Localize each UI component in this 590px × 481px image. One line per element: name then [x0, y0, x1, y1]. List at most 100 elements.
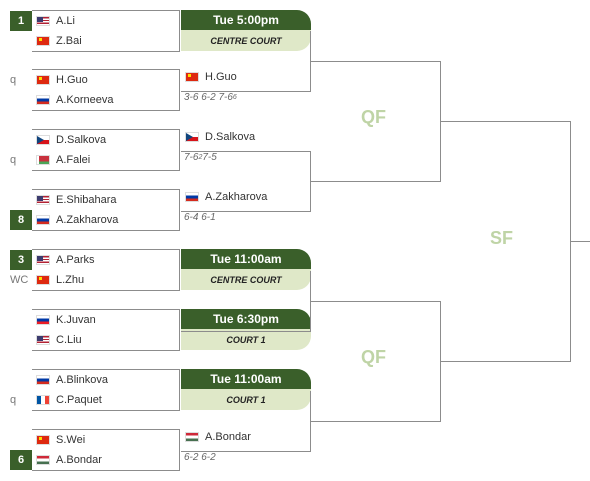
match-4-players: E.Shibahara A.Zakharova	[32, 189, 180, 231]
slovenia-flag-icon	[36, 315, 50, 325]
bracket-line	[181, 151, 311, 152]
russia-flag-icon	[36, 95, 50, 105]
seed-badge: 6	[10, 450, 32, 470]
player-name: L.Zhu	[56, 274, 85, 286]
player-row[interactable]: A.Blinkova	[32, 370, 179, 390]
match-3-players: D.Salkova A.Falei	[32, 129, 180, 171]
player-row[interactable]: A.Parks	[32, 250, 179, 270]
qualifier-label: q	[10, 154, 17, 166]
player-name: A.Bondar	[56, 454, 102, 466]
player-row[interactable]: C.Liu	[32, 330, 179, 350]
round-label-sf: SF	[490, 228, 514, 248]
belarus-flag-icon	[36, 155, 50, 165]
wildcard-label: WC	[10, 274, 29, 286]
czech-flag-icon	[185, 132, 199, 142]
tiebreak: 2	[198, 153, 203, 161]
match-time: Tue 6:30pm	[181, 309, 311, 329]
match-court: COURT 1	[181, 389, 311, 410]
winner-row[interactable]: D.Salkova	[181, 127, 311, 147]
player-row[interactable]: A.Zakharova	[32, 210, 179, 230]
winner-row[interactable]: A.Bondar	[181, 427, 311, 447]
hungary-flag-icon	[185, 432, 199, 442]
match-5-schedule: Tue 11:00am CENTRE COURT	[181, 249, 311, 291]
match-court: CENTRE COURT	[181, 30, 311, 51]
france-flag-icon	[36, 395, 50, 405]
china-flag-icon	[36, 36, 50, 46]
match-time: Tue 11:00am	[181, 249, 311, 269]
winner-name: A.Bondar	[205, 431, 251, 443]
player-row[interactable]: S.Wei	[32, 430, 179, 450]
winner-name: D.Salkova	[205, 131, 256, 143]
seed-badge: 1	[10, 11, 32, 31]
match-court: CENTRE COURT	[181, 269, 311, 290]
russia-flag-icon	[36, 375, 50, 385]
bracket-line	[181, 91, 311, 92]
player-name: H.Guo	[56, 74, 88, 86]
match-6-players: K.Juvan C.Liu	[32, 309, 180, 351]
china-flag-icon	[185, 72, 199, 82]
match-time: Tue 5:00pm	[181, 10, 311, 30]
player-row[interactable]: C.Paquet	[32, 390, 179, 410]
match-court: COURT 1	[181, 329, 311, 350]
player-name: A.Korneeva	[56, 94, 114, 106]
bracket-line	[181, 211, 311, 212]
usa-flag-icon	[36, 195, 50, 205]
player-name: A.Li	[56, 15, 75, 27]
player-row[interactable]: E.Shibahara	[32, 190, 179, 210]
player-row[interactable]: A.Li	[32, 11, 179, 31]
player-name: A.Blinkova	[56, 374, 108, 386]
player-name: C.Paquet	[56, 394, 102, 406]
score-text: 6-2 6-2	[184, 451, 216, 463]
match-7-schedule: Tue 11:00am COURT 1	[181, 369, 311, 411]
player-row[interactable]: H.Guo	[32, 70, 179, 90]
usa-flag-icon	[36, 255, 50, 265]
bracket-line	[310, 421, 441, 422]
bracket-line	[181, 331, 311, 332]
winner-row[interactable]: H.Guo	[181, 67, 311, 87]
player-name: C.Liu	[56, 334, 82, 346]
match-5-players: A.Parks L.Zhu	[32, 249, 180, 291]
player-name: A.Falei	[56, 154, 91, 166]
player-row[interactable]: A.Korneeva	[32, 90, 179, 110]
qualifier-label: q	[10, 394, 17, 406]
player-row[interactable]: A.Bondar	[32, 450, 179, 470]
usa-flag-icon	[36, 16, 50, 26]
seed-badge: 3	[10, 250, 32, 270]
russia-flag-icon	[185, 192, 199, 202]
match-7-players: A.Blinkova C.Paquet	[32, 369, 180, 411]
match-score: 6-2 6-2	[181, 447, 311, 467]
player-name: E.Shibahara	[56, 194, 117, 206]
china-flag-icon	[36, 435, 50, 445]
russia-flag-icon	[36, 215, 50, 225]
winner-row[interactable]: A.Zakharova	[181, 187, 311, 207]
winner-name: H.Guo	[205, 71, 237, 83]
player-row[interactable]: A.Falei	[32, 150, 179, 170]
winner-name: A.Zakharova	[205, 191, 268, 203]
bracket-line	[310, 61, 441, 62]
bracket-line	[310, 181, 441, 182]
bracket-line	[310, 301, 441, 302]
score-text: 3-6 6-2 7-6	[184, 91, 233, 103]
player-name: Z.Bai	[56, 35, 82, 47]
player-row[interactable]: K.Juvan	[32, 310, 179, 330]
match-8-players: S.Wei A.Bondar	[32, 429, 180, 471]
bracket-line	[440, 361, 571, 362]
china-flag-icon	[36, 75, 50, 85]
player-name: A.Parks	[56, 254, 95, 266]
bracket-line	[440, 121, 571, 122]
score-text-after: 7-5	[202, 151, 217, 163]
player-row[interactable]: Z.Bai	[32, 31, 179, 51]
bracket-line	[570, 241, 590, 242]
player-name: D.Salkova	[56, 134, 107, 146]
bracket-line	[181, 451, 311, 452]
round-label-qf: QF	[361, 347, 386, 367]
match-time: Tue 11:00am	[181, 369, 311, 389]
tiebreak: 6	[232, 93, 237, 101]
hungary-flag-icon	[36, 455, 50, 465]
match-6-schedule: Tue 6:30pm COURT 1	[181, 309, 311, 351]
player-row[interactable]: L.Zhu	[32, 270, 179, 290]
player-row[interactable]: D.Salkova	[32, 130, 179, 150]
player-name: S.Wei	[56, 434, 86, 446]
